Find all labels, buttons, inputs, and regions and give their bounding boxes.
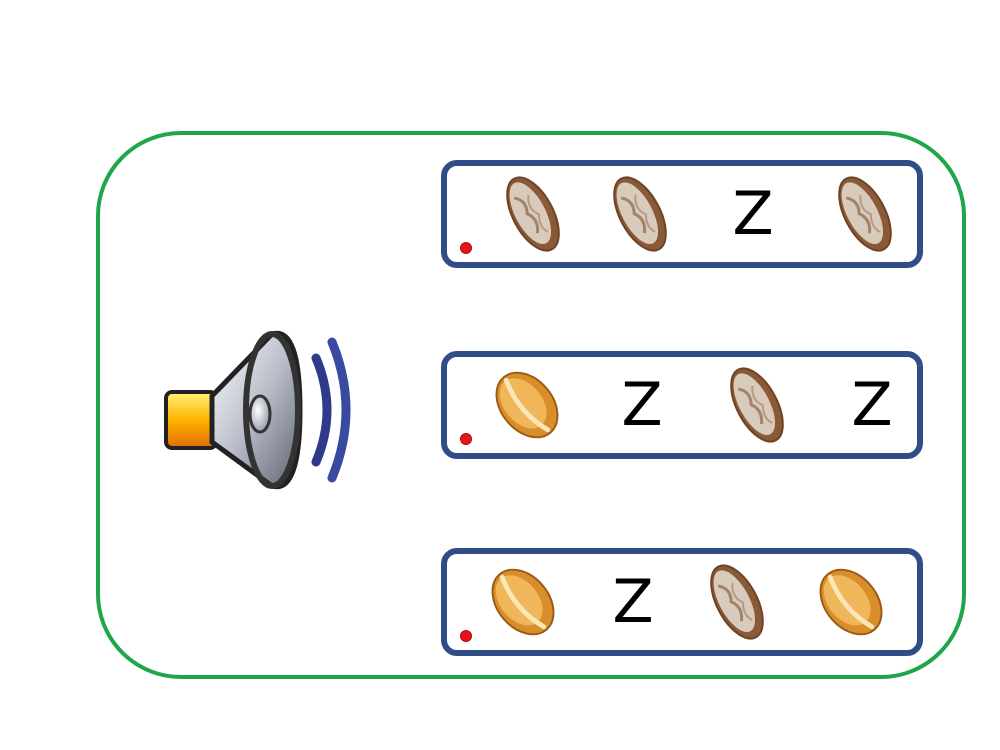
row-item [825, 166, 905, 262]
long-bread-icon [613, 176, 667, 252]
letter-z: Z [732, 179, 774, 249]
long-bread-icon [730, 367, 784, 443]
radio-dot[interactable] [460, 630, 472, 642]
answer-row-1[interactable]: Z [441, 160, 923, 268]
activity-panel [96, 131, 966, 679]
row-item: Z [832, 357, 912, 453]
answer-row-2[interactable]: Z Z [441, 351, 923, 459]
letter-z: Z [621, 370, 663, 440]
letter-z: Z [612, 567, 654, 637]
answer-row-3[interactable]: Z [441, 548, 923, 656]
row-item: Z [593, 554, 673, 650]
row-item [717, 357, 797, 453]
row-item [697, 554, 777, 650]
speaker-icon[interactable] [160, 322, 360, 497]
row-item [493, 166, 573, 262]
long-bread-icon [710, 564, 764, 640]
row-item [483, 554, 563, 650]
row-item [811, 554, 891, 650]
radio-dot[interactable] [460, 242, 472, 254]
radio-dot[interactable] [460, 433, 472, 445]
long-bread-icon [838, 176, 892, 252]
row-item [487, 357, 567, 453]
row-item: Z [602, 357, 682, 453]
letter-z: Z [851, 370, 893, 440]
round-bread-icon [495, 371, 559, 439]
long-bread-icon [506, 176, 560, 252]
row-item [600, 166, 680, 262]
row-item: Z [713, 166, 793, 262]
round-bread-icon [491, 568, 555, 636]
round-bread-icon [819, 568, 883, 636]
